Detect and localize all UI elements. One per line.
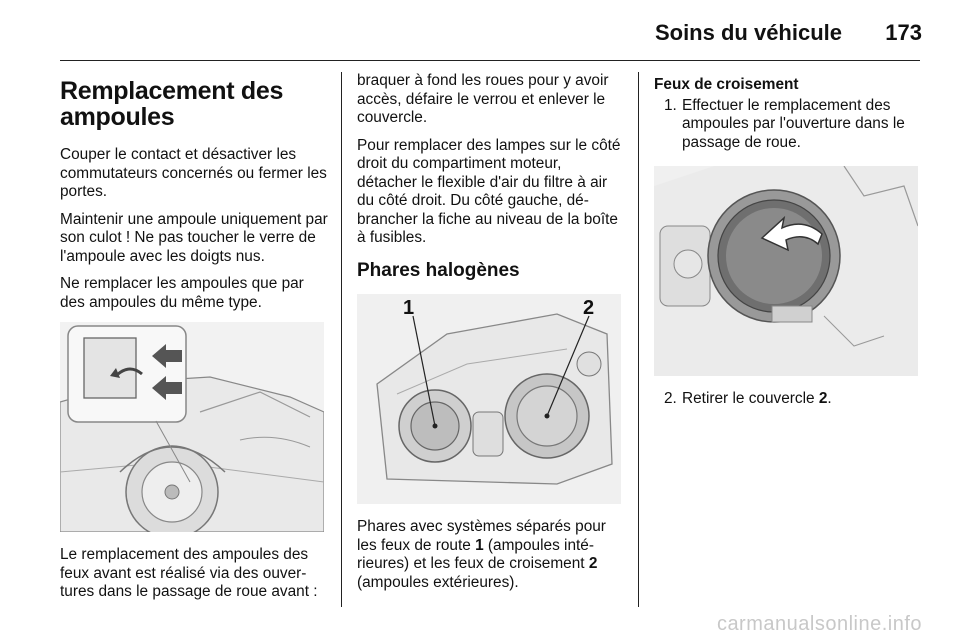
left-column: Remplacement des ampoules Couper le cont… (60, 72, 328, 611)
figure-caption: Phares avec systèmes séparés pour les fe… (357, 518, 625, 592)
list-item: 1. Effectuer le remplacement des ampoule… (654, 97, 920, 153)
header-title: Soins du véhicule (654, 20, 842, 45)
caption-text: (ampoules extérieures). (357, 573, 519, 591)
callout-label-1: 1 (403, 297, 414, 319)
car-wheel-arch-illustration (60, 322, 324, 532)
page-number: 173 (885, 20, 922, 45)
caption-ref-2: 2 (588, 555, 598, 572)
watermark: carmanualsonline.info (716, 613, 922, 635)
paragraph: Maintenir une ampoule uniquement par son… (60, 210, 328, 265)
step-number: 1. (664, 96, 677, 114)
caption-text: Phares avec systèmes séparés pour les fe… (357, 518, 606, 554)
step-number: 2. (664, 390, 677, 407)
low-beam-bulb-access-illustration (654, 166, 918, 376)
header-rule (60, 60, 920, 61)
step-text: Effectuer le remplacement des ampoules p… (682, 96, 905, 151)
caption-text: (ampoules inté- rieures) et les feux de … (357, 536, 594, 573)
callout-label-2: 2 (583, 297, 594, 319)
paragraph: braquer à fond les roues pour y avoir ac… (357, 72, 609, 126)
paragraph: Pour remplacer des lampes sur le côté dr… (357, 136, 621, 247)
column-divider-right (638, 72, 639, 607)
halogen-headlamp-illustration: 1 2 (357, 294, 621, 504)
step-text-end: . (827, 390, 832, 407)
paragraph: Le remplacement des ampoules des feux av… (60, 546, 318, 600)
subsection-title: Feux de croisement (654, 76, 799, 93)
middle-column: braquer à fond les roues pour y avoir ac… (357, 72, 625, 601)
steps-list: 2. Retirer le couvercle 2. (654, 390, 920, 409)
step-text: Retirer le couvercle (682, 390, 819, 407)
paragraph: Couper le contact et désactiver les comm… (60, 146, 327, 200)
paragraph: Ne remplacer les ampoules que par des am… (60, 275, 304, 311)
list-item: 2. Retirer le couvercle 2. (654, 390, 920, 409)
steps-list: 1. Effectuer le remplacement des ampoule… (654, 97, 920, 153)
column-divider-left (341, 72, 342, 607)
caption-ref-1: 1 (475, 536, 484, 554)
step-ref: 2 (818, 390, 828, 407)
right-column: Feux de croisement 1. Effectuer le rempl… (654, 72, 920, 409)
section-title: Remplacement des ampoules (60, 77, 284, 131)
subsection-title: Phares halogènes (357, 259, 520, 281)
